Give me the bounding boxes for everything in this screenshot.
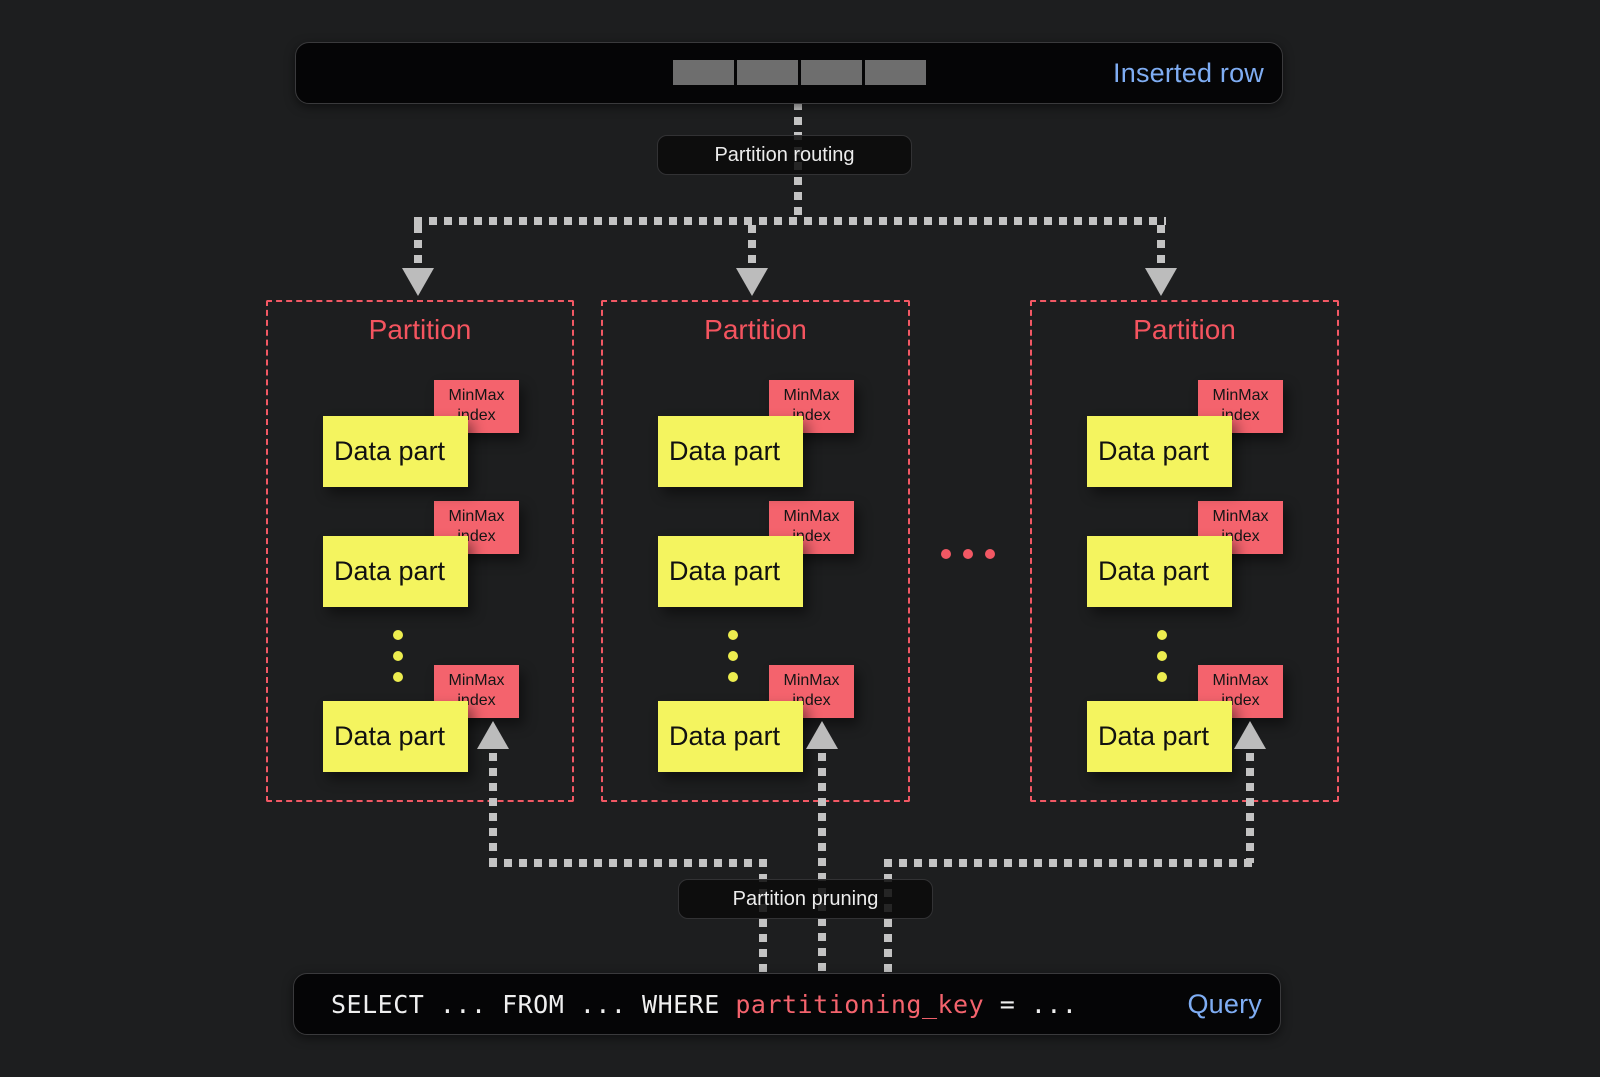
data-part-label: Data part bbox=[669, 556, 781, 586]
pruning-arrowhead-3 bbox=[1234, 721, 1266, 749]
pruning-line-2-vertical bbox=[818, 753, 826, 973]
data-part-box: Data part bbox=[1087, 536, 1232, 607]
minmax-line1: MinMax bbox=[448, 508, 505, 525]
data-part-label: Data part bbox=[1098, 721, 1210, 751]
more-parts-ellipsis bbox=[728, 630, 738, 682]
routing-arrowhead-2 bbox=[736, 268, 768, 296]
query-label: Query bbox=[1187, 988, 1262, 1019]
partition-box-3: Partition MinMax index Data part MinMax … bbox=[1030, 300, 1339, 802]
partition-title: Partition bbox=[704, 314, 807, 345]
partition-box-1: Partition MinMax index Data part MinMax … bbox=[266, 300, 574, 802]
data-part-label: Data part bbox=[334, 436, 446, 466]
data-part-box: Data part bbox=[1087, 701, 1232, 772]
minmax-line1: MinMax bbox=[1212, 508, 1269, 525]
partition-box-2: Partition MinMax index Data part MinMax … bbox=[601, 300, 910, 802]
row-cell bbox=[673, 60, 734, 85]
data-part-label: Data part bbox=[669, 721, 781, 751]
pruning-line-right-horizontal bbox=[884, 859, 1254, 867]
data-part-label: Data part bbox=[334, 721, 446, 751]
partition-title: Partition bbox=[368, 314, 472, 345]
more-partitions-ellipsis bbox=[941, 549, 995, 559]
row-cell bbox=[865, 60, 926, 85]
row-cell bbox=[737, 60, 798, 85]
pruning-arrowhead-2 bbox=[806, 721, 838, 749]
data-part-box: Data part bbox=[323, 536, 468, 607]
more-parts-ellipsis bbox=[393, 630, 403, 682]
data-part-label: Data part bbox=[1098, 436, 1210, 466]
minmax-line1: MinMax bbox=[783, 387, 840, 404]
data-part-box: Data part bbox=[658, 701, 803, 772]
inserted-row-label: Inserted row bbox=[1113, 57, 1264, 88]
routing-arrowhead-3 bbox=[1145, 268, 1177, 296]
query-bar: SELECT ... FROM ... WHERE partitioning_k… bbox=[293, 973, 1281, 1035]
minmax-line1: MinMax bbox=[783, 672, 840, 689]
pruning-line-1-vertical bbox=[489, 753, 497, 863]
inserted-row-bar: Inserted row bbox=[295, 42, 1283, 104]
routing-drop-line-2 bbox=[748, 225, 756, 268]
data-part-box: Data part bbox=[1087, 416, 1232, 487]
row-cell bbox=[801, 60, 862, 85]
minmax-line1: MinMax bbox=[448, 672, 505, 689]
partition-title: Partition bbox=[1133, 314, 1236, 345]
row-cells bbox=[673, 60, 926, 85]
sql-post: = ... bbox=[984, 989, 1078, 1019]
minmax-line1: MinMax bbox=[1212, 672, 1269, 689]
routing-drop-line-3 bbox=[1157, 225, 1165, 268]
data-part-label: Data part bbox=[1098, 556, 1210, 586]
routing-drop-line-1 bbox=[414, 225, 422, 268]
pruning-line-left-horizontal bbox=[489, 859, 767, 867]
data-part-box: Data part bbox=[658, 536, 803, 607]
minmax-line1: MinMax bbox=[783, 508, 840, 525]
data-part-box: Data part bbox=[658, 416, 803, 487]
sql-partitioning-key: partitioning_key bbox=[735, 989, 985, 1019]
routing-arrowhead-1 bbox=[402, 268, 434, 296]
sql-pre: SELECT ... FROM ... WHERE bbox=[331, 989, 736, 1019]
pruning-arrowhead-1 bbox=[477, 721, 509, 749]
partition-routing-label: Partition routing bbox=[657, 135, 912, 175]
data-part-box: Data part bbox=[323, 416, 468, 487]
data-part-box: Data part bbox=[323, 701, 468, 772]
pruning-line-3-vertical bbox=[1246, 753, 1254, 863]
data-part-label: Data part bbox=[669, 436, 781, 466]
data-part-label: Data part bbox=[334, 556, 446, 586]
query-sql-text: SELECT ... FROM ... WHERE partitioning_k… bbox=[331, 974, 1077, 1034]
routing-branch-line bbox=[414, 217, 1166, 225]
minmax-line1: MinMax bbox=[448, 387, 505, 404]
partition-pruning-label: Partition pruning bbox=[678, 879, 933, 919]
minmax-line1: MinMax bbox=[1212, 387, 1269, 404]
more-parts-ellipsis bbox=[1157, 630, 1167, 682]
